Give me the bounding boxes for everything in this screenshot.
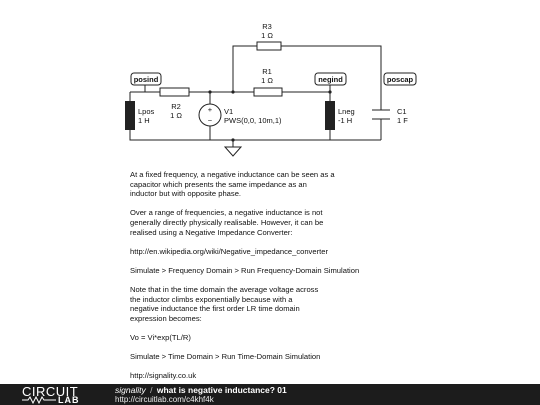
author-link[interactable]: signality xyxy=(115,385,146,395)
resistor-r3[interactable] xyxy=(256,41,282,51)
v1-value: PWS(0,0, 10m,1) xyxy=(224,116,282,125)
note-paragraph: At a fixed frequency, a negative inducta… xyxy=(130,170,335,199)
junction-dot xyxy=(231,90,235,94)
note-instruction: Simulate > Frequency Domain > Run Freque… xyxy=(130,265,360,275)
resistor-r1[interactable] xyxy=(253,87,283,97)
node-flag-poscap[interactable]: poscap xyxy=(383,72,417,86)
logo-wire-icon xyxy=(22,396,56,404)
circuit-schematic: + − posind negind poscap R3 1 Ω R1 1 Ω R… xyxy=(125,22,417,157)
node-label: negind xyxy=(318,75,343,84)
node-flag-posind[interactable]: posind xyxy=(130,72,162,92)
note-paragraph: Over a range of frequencies, a negative … xyxy=(130,208,324,237)
r1-name: R1 xyxy=(262,67,272,76)
logo-text-top: CIRCUIT xyxy=(22,384,79,399)
note-link[interactable]: http://en.wikipedia.org/wiki/Negative_im… xyxy=(130,246,328,256)
circuit-title[interactable]: what is negative inductance? 01 xyxy=(156,385,287,395)
plus-sign-icon: + xyxy=(208,105,213,114)
lneg-name: Lneg xyxy=(338,107,355,116)
v1-name: V1 xyxy=(224,107,233,116)
node-flag-negind[interactable]: negind xyxy=(314,72,347,92)
circuit-notes: At a fixed frequency, a negative inducta… xyxy=(130,170,430,391)
note-formula: Vo = Vi*exp(TL/R) xyxy=(130,333,191,343)
wire xyxy=(232,45,257,92)
r2-value: 1 Ω xyxy=(170,111,182,120)
lpos-name: Lpos xyxy=(138,107,155,116)
separator: / xyxy=(150,385,153,395)
note-instruction: Simulate > Time Domain > Run Time-Domain… xyxy=(130,352,321,362)
note-paragraph: Note that in the time domain the average… xyxy=(130,285,319,323)
junction-dot xyxy=(208,90,212,94)
wire xyxy=(129,130,381,141)
inductor-lneg[interactable] xyxy=(325,101,335,130)
r3-value: 1 Ω xyxy=(261,31,273,40)
ground-icon xyxy=(223,146,243,157)
minus-sign-icon: − xyxy=(208,116,213,125)
footer-bar: CIRCUIT LAB signality / what is negative… xyxy=(0,384,540,405)
r1-value: 1 Ω xyxy=(261,76,273,85)
note-link[interactable]: http://signality.co.uk xyxy=(130,371,197,381)
circuitlab-logo[interactable]: CIRCUIT LAB xyxy=(12,384,102,405)
node-label: poscap xyxy=(387,75,414,84)
r2-name: R2 xyxy=(171,102,181,111)
logo-text-bottom: LAB xyxy=(58,395,80,405)
r3-name: R3 xyxy=(262,22,272,31)
c1-name: C1 xyxy=(397,107,407,116)
c1-value: 1 F xyxy=(397,116,408,125)
resistor-r2[interactable] xyxy=(159,87,190,97)
junction-dot xyxy=(231,138,235,142)
footer-title-line: signality / what is negative inductance?… xyxy=(115,385,287,395)
lneg-value: -1 H xyxy=(338,116,352,125)
circuit-url[interactable]: http://circuitlab.com/c4khf4k xyxy=(115,395,214,404)
voltage-source-v1[interactable] xyxy=(198,103,222,127)
wire xyxy=(281,45,382,80)
lpos-value: 1 H xyxy=(138,116,150,125)
inductor-lpos[interactable] xyxy=(125,101,135,130)
node-label: posind xyxy=(134,75,159,84)
